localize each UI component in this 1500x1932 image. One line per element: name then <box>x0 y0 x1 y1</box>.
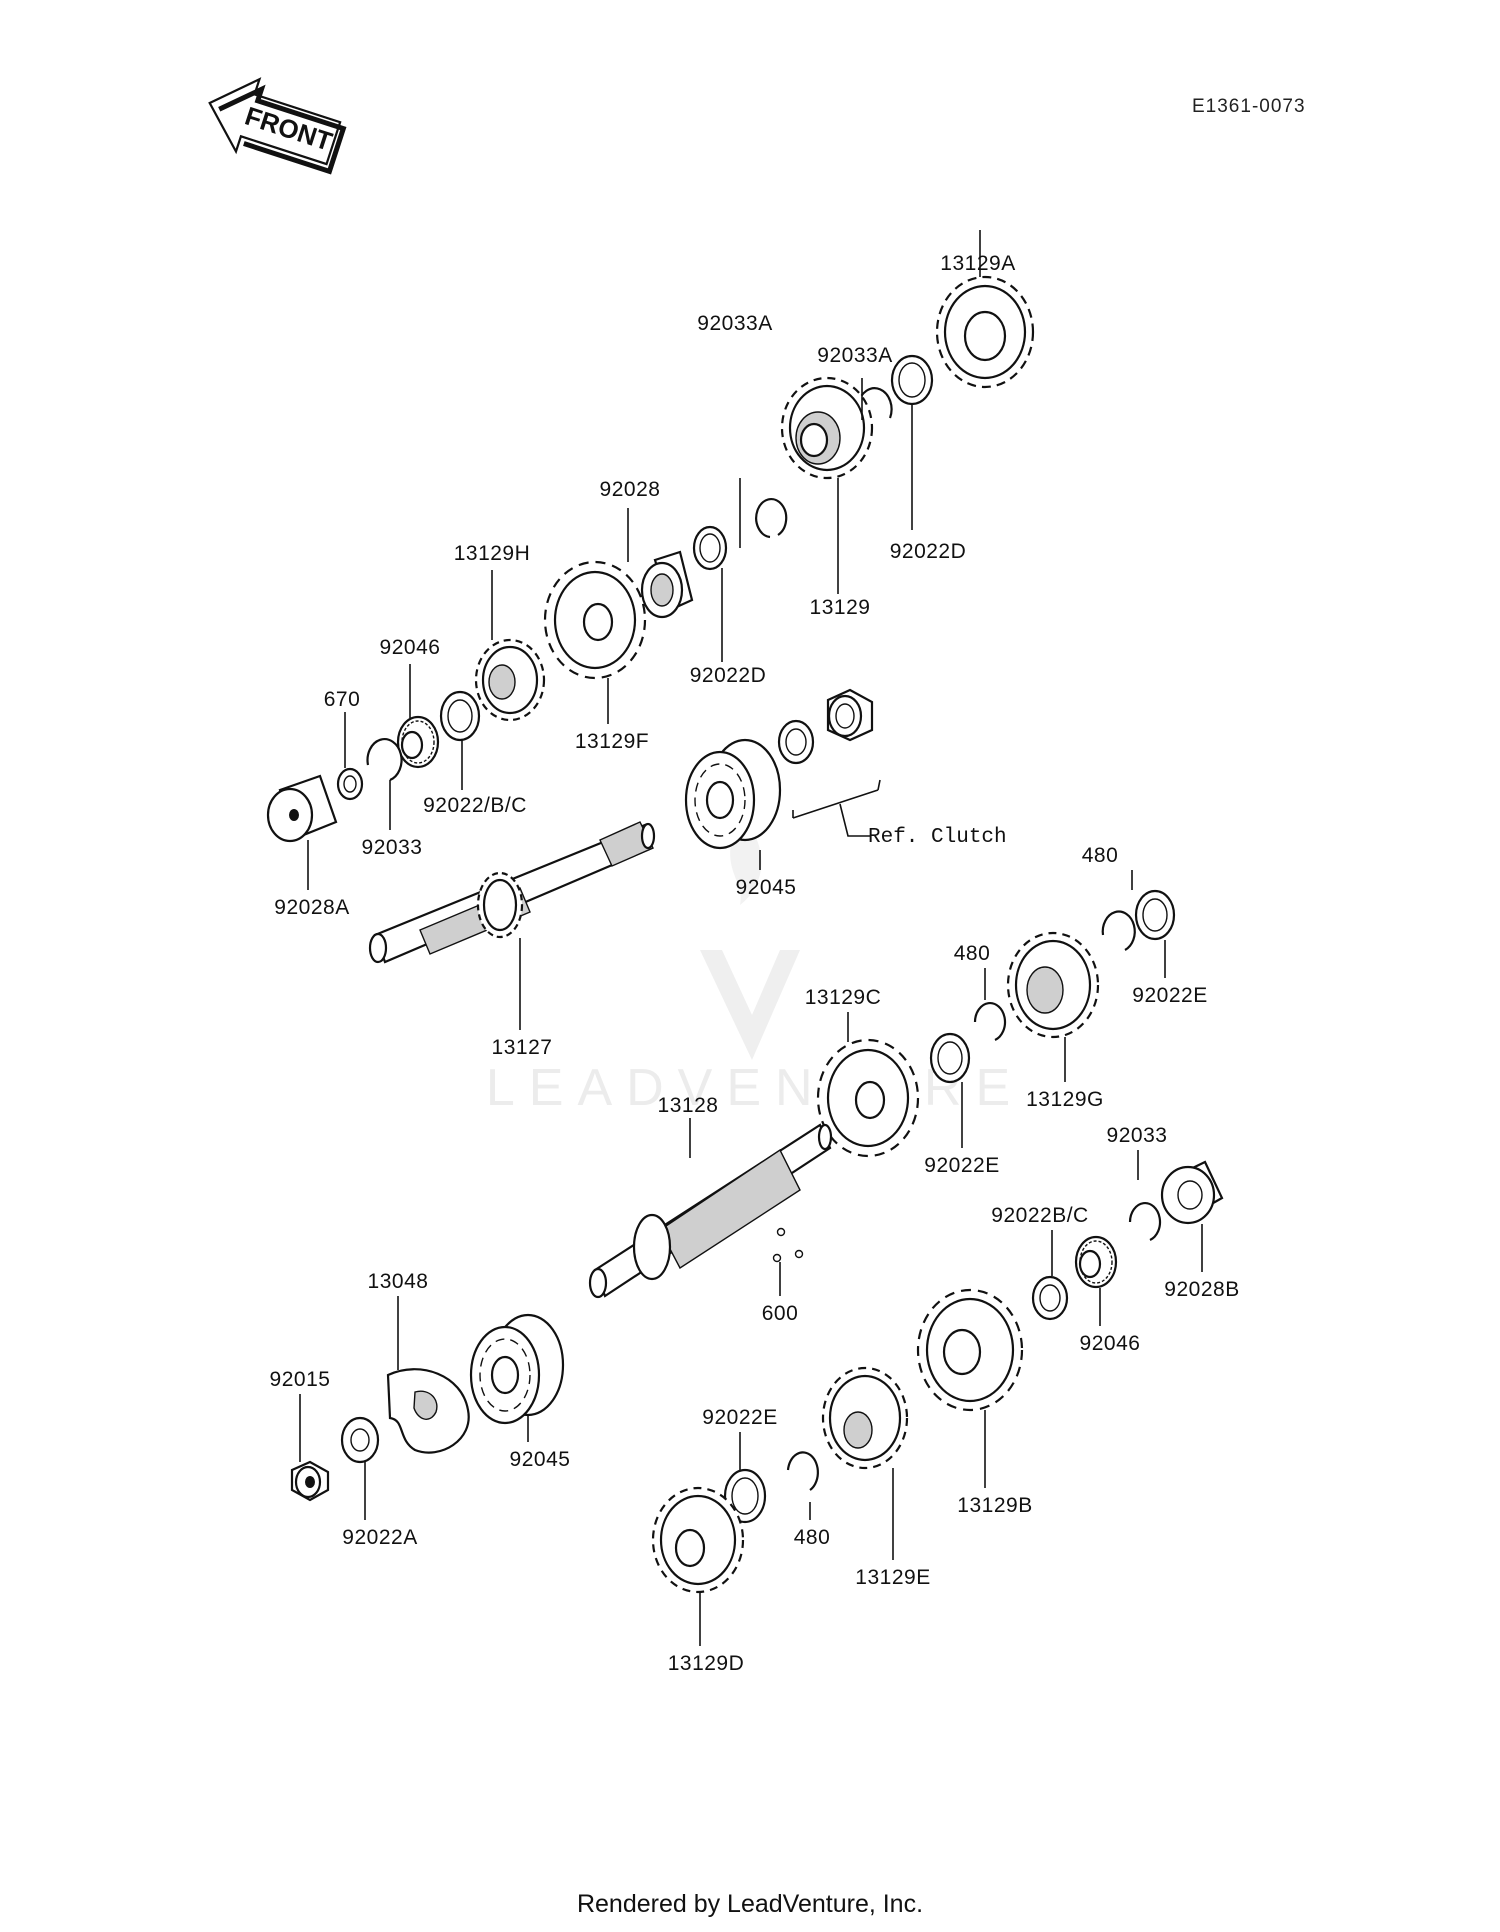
bushing-92028A <box>266 774 338 843</box>
label-13127: 13127 <box>492 1036 553 1059</box>
circlip-92033-upper <box>366 738 403 782</box>
label-13129A: 13129A <box>940 252 1015 275</box>
label-92028B: 92028B <box>1164 1278 1239 1301</box>
label-92022A: 92022A <box>342 1526 417 1549</box>
washer-92022E-a <box>1134 889 1176 941</box>
shaft-13127 <box>368 821 656 964</box>
gear-13129E <box>821 1366 909 1470</box>
label-92033-lower: 92033 <box>1107 1124 1168 1147</box>
washer-670 <box>336 767 364 801</box>
label-92022E-b: 92022E <box>924 1154 999 1177</box>
label-92045-upper: 92045 <box>736 876 797 899</box>
part-labels: 13129A 92033A 92033A 92028 13129H 92022D… <box>270 252 1240 1675</box>
footer-credit: Rendered by LeadVenture, Inc. <box>576 1890 924 1918</box>
label-13129G: 13129G <box>1026 1088 1104 1111</box>
circlip-480-c <box>786 1451 819 1491</box>
label-92015: 92015 <box>270 1368 331 1391</box>
label-92046-lower: 92046 <box>1080 1332 1141 1355</box>
diagram-code: E1361-0073 <box>1192 96 1306 117</box>
gear-13129D <box>651 1486 745 1594</box>
label-92022BC-lower: 92022B/C <box>991 1204 1088 1227</box>
label-92022D-upper: 92022D <box>890 540 967 563</box>
bearing-92045-upper <box>684 738 782 850</box>
label-13129B: 13129B <box>957 1494 1032 1517</box>
gear-13129B <box>916 1288 1024 1412</box>
bushing-92028B <box>1160 1160 1224 1225</box>
label-13129E: 13129E <box>855 1566 930 1589</box>
front-arrow-icon: FRONT <box>208 77 347 175</box>
collar-13048 <box>386 1368 470 1454</box>
label-92033-upper: 92033 <box>362 836 423 859</box>
washer-92022BC-lower <box>1031 1275 1069 1321</box>
label-480-a: 480 <box>1082 844 1119 867</box>
watermark: LEADVENTURE <box>486 830 1024 1117</box>
gear-13129F <box>543 560 647 680</box>
label-13128: 13128 <box>658 1094 719 1117</box>
label-92022E-c: 92022E <box>702 1406 777 1429</box>
label-600: 600 <box>762 1302 799 1325</box>
label-13129F: 13129F <box>575 730 649 753</box>
bearing-92046-lower <box>1074 1235 1118 1289</box>
label-92022BC-upper: 92022/B/C <box>423 794 527 817</box>
leader-lines <box>299 230 1203 1646</box>
label-480-c: 480 <box>794 1526 831 1549</box>
label-92028: 92028 <box>600 478 661 501</box>
gear-13129H <box>474 638 546 722</box>
gear-13129C <box>816 1038 920 1158</box>
washer-92022E-b <box>929 1032 971 1084</box>
label-13129C: 13129C <box>805 986 882 1009</box>
label-92046-upper: 92046 <box>380 636 441 659</box>
label-92022D-lower: 92022D <box>690 664 767 687</box>
gear-13129G <box>1006 931 1100 1039</box>
label-92033A-upper: 92033A <box>817 344 892 367</box>
balls-600 <box>772 1227 804 1263</box>
label-13129D: 13129D <box>668 1652 745 1675</box>
washer-92022D-upper <box>890 354 934 406</box>
ref-clutch-bracket <box>792 779 881 837</box>
label-13129H: 13129H <box>454 542 531 565</box>
bushing-92028 <box>640 550 694 619</box>
gear-13129A <box>935 275 1035 389</box>
circlip-480-a <box>1101 910 1136 951</box>
label-92028A: 92028A <box>274 896 349 919</box>
washer-92022A <box>340 1416 380 1464</box>
circlip-92033A-lower <box>755 497 788 539</box>
bearing-92046-upper <box>396 715 440 769</box>
gear-13129 <box>780 376 874 480</box>
watermark-text: LEADVENTURE <box>486 1059 1024 1117</box>
nut-92015 <box>290 1460 330 1502</box>
circlip-480-b <box>973 1002 1007 1042</box>
circlip-92033-lower <box>1128 1202 1162 1242</box>
bearing-92045-lower <box>469 1313 565 1425</box>
label-92045-lower: 92045 <box>510 1448 571 1471</box>
washer-92022D-lower <box>692 525 728 571</box>
shaft-13128 <box>588 1123 833 1299</box>
nut-ref-clutch <box>826 688 874 742</box>
label-92022E-a: 92022E <box>1132 984 1207 1007</box>
label-670: 670 <box>324 688 361 711</box>
label-92033A-lower: 92033A <box>697 312 772 335</box>
label-13048: 13048 <box>368 1270 429 1293</box>
washer-ref-clutch <box>777 719 815 765</box>
label-13129: 13129 <box>810 596 871 619</box>
ref-clutch-label: Ref. Clutch <box>868 826 1007 849</box>
washer-92022BC-upper <box>439 690 481 742</box>
label-480-b: 480 <box>954 942 991 965</box>
